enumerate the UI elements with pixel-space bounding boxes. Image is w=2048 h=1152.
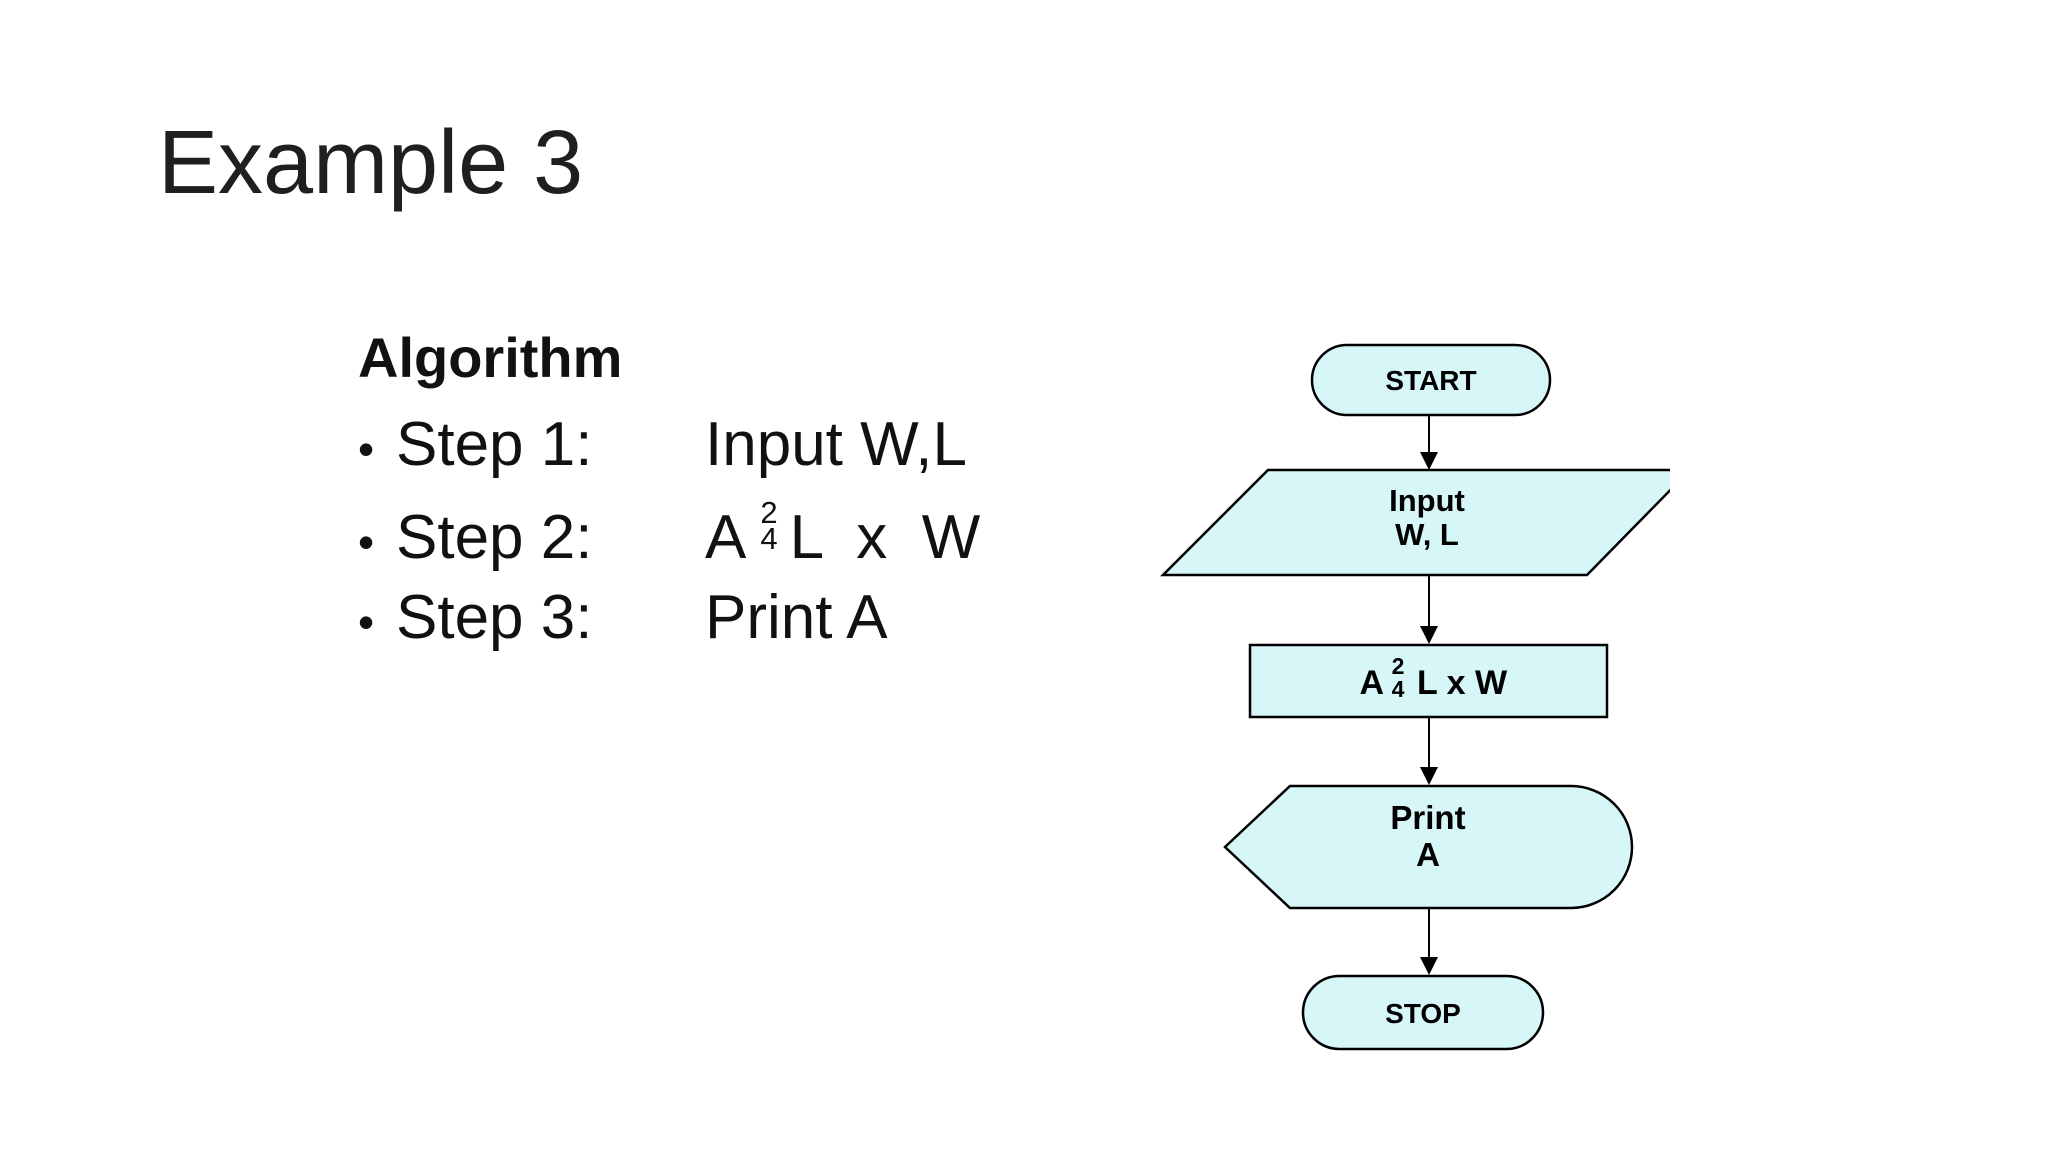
flowchart-start-label: START: [1385, 365, 1476, 396]
flowchart-input-label-line2: W, L: [1395, 517, 1459, 552]
fraction-denominator: 4: [760, 520, 778, 556]
step-2-label: Step 2:: [396, 502, 593, 572]
fraction-denominator: 4: [1392, 676, 1405, 702]
fraction-numerator: 2: [1392, 653, 1405, 679]
step-3-value: Print A: [705, 583, 888, 652]
arrowhead-icon: [1420, 957, 1438, 975]
flowchart-input-label-line1: Input: [1389, 483, 1465, 518]
flowchart-stop-terminator: [1301, 974, 1545, 1051]
flowchart: START Input W, L A 2 4 L x W Print A STO…: [1159, 343, 1670, 1051]
bullet-icon: •: [358, 596, 375, 648]
step-2-expression: L x W: [789, 502, 981, 572]
step-row-3: • Step 3: Print A: [358, 586, 980, 649]
slide-title: Example 3: [158, 113, 584, 213]
fraction-numerator: 2: [760, 494, 778, 530]
step-2-variable: A: [705, 502, 747, 572]
bullet-icon: •: [358, 515, 375, 568]
flowchart-input-parallelogram: [1159, 468, 1670, 577]
arrowhead-icon: [1420, 452, 1438, 470]
step-row-1: • Step 1: Input W,L: [358, 413, 980, 476]
arrowhead-icon: [1420, 626, 1438, 644]
flowchart-start-terminator: [1310, 343, 1552, 417]
step-1-value: Input W,L: [705, 410, 967, 479]
arrowhead-icon: [1420, 767, 1438, 785]
step-3-label: Step 3:: [396, 583, 593, 652]
algorithm-heading: Algorithm: [358, 326, 623, 389]
flowchart-process-expression: L x W: [1417, 664, 1508, 702]
step-1-label: Step 1:: [396, 410, 593, 479]
flowchart-print-label-line1: Print: [1390, 799, 1465, 836]
flowchart-process-variable: A: [1359, 664, 1384, 702]
flowchart-print-shape: [1223, 784, 1634, 910]
bullet-icon: •: [358, 423, 375, 475]
flowchart-print-label-line2: A: [1416, 836, 1440, 873]
flowchart-stop-label: STOP: [1385, 998, 1461, 1029]
